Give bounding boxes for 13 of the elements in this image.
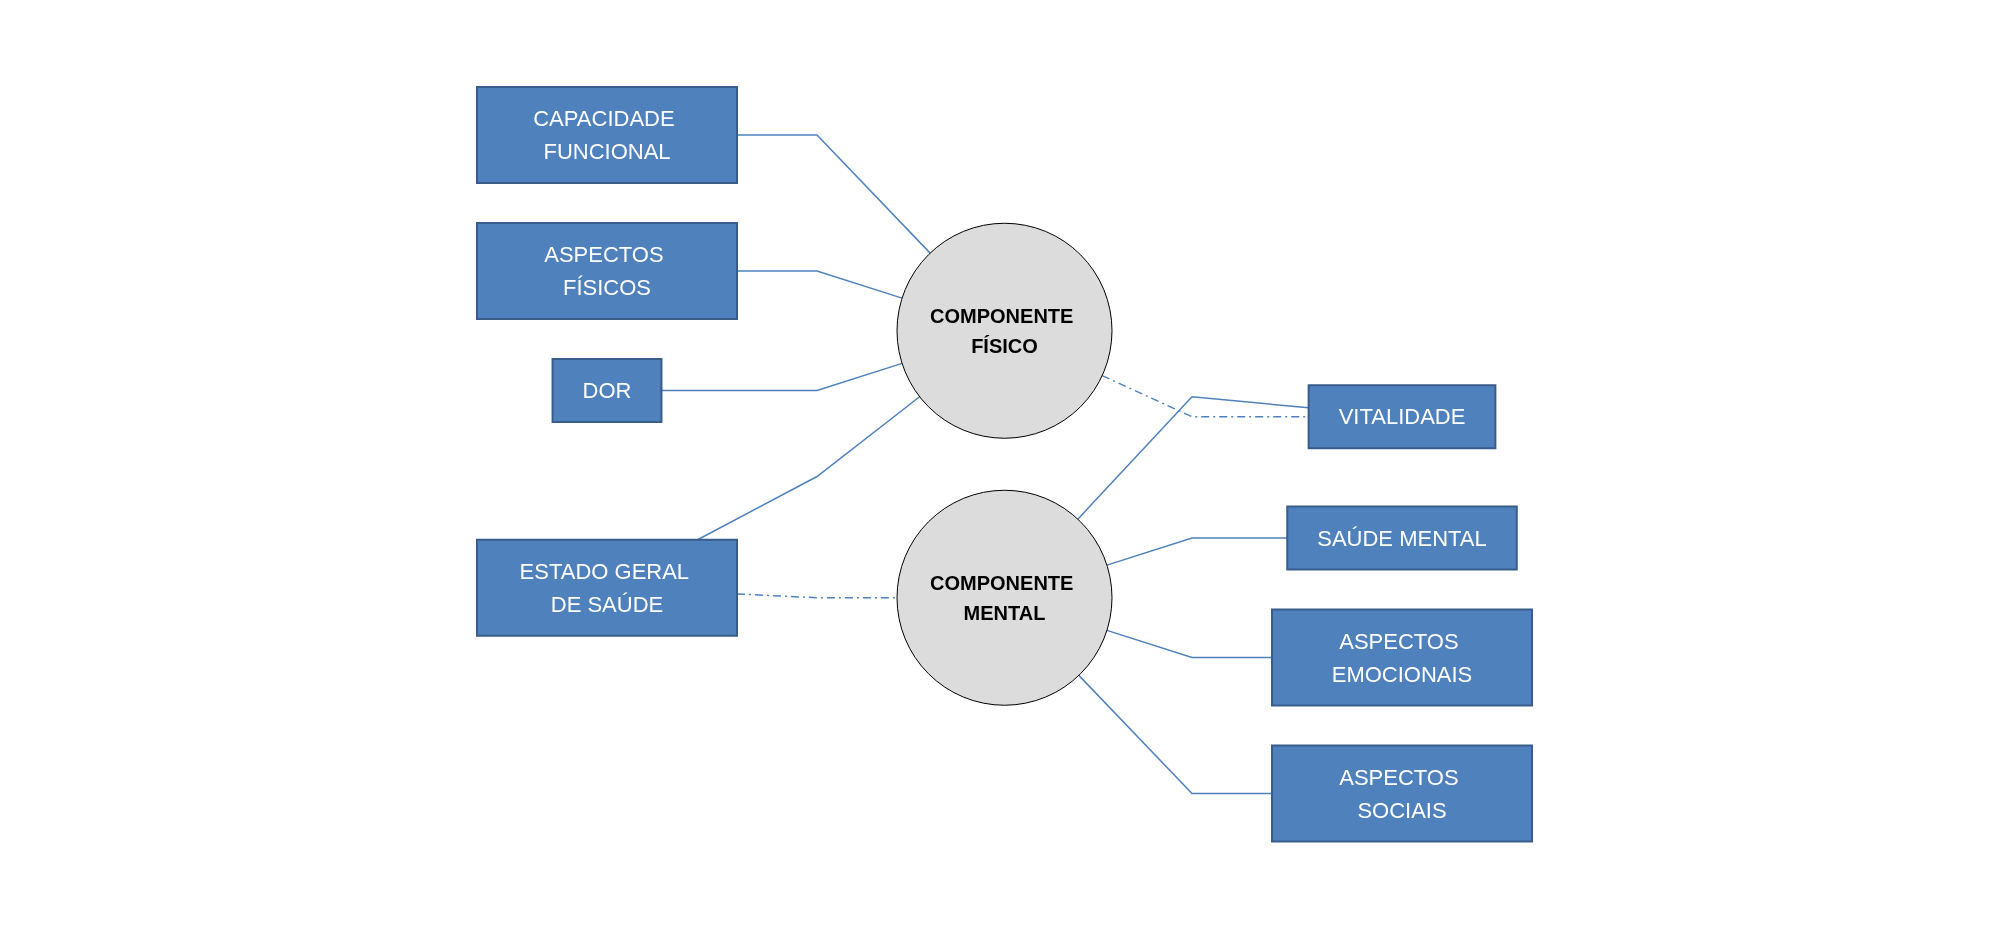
connector bbox=[1076, 396, 1309, 521]
node-box: ASPECTOS FÍSICOS bbox=[475, 222, 738, 321]
node-circle: COMPONENTE FÍSICO bbox=[896, 223, 1112, 439]
node-circle: COMPONENTE MENTAL bbox=[896, 490, 1112, 706]
node-box: SAÚDE MENTAL bbox=[1285, 505, 1518, 571]
node-box: ASPECTOS EMOCIONAIS bbox=[1270, 608, 1533, 707]
node-box: ASPECTOS SOCIAIS bbox=[1270, 744, 1533, 843]
node-box: VITALIDADE bbox=[1307, 384, 1496, 450]
node-box: ESTADO GERAL DE SAÚDE bbox=[475, 539, 738, 637]
node-box: DOR bbox=[551, 358, 662, 424]
connector bbox=[696, 396, 920, 541]
connector bbox=[660, 362, 903, 392]
node-box: CAPACIDADE FUNCIONAL bbox=[475, 86, 738, 185]
